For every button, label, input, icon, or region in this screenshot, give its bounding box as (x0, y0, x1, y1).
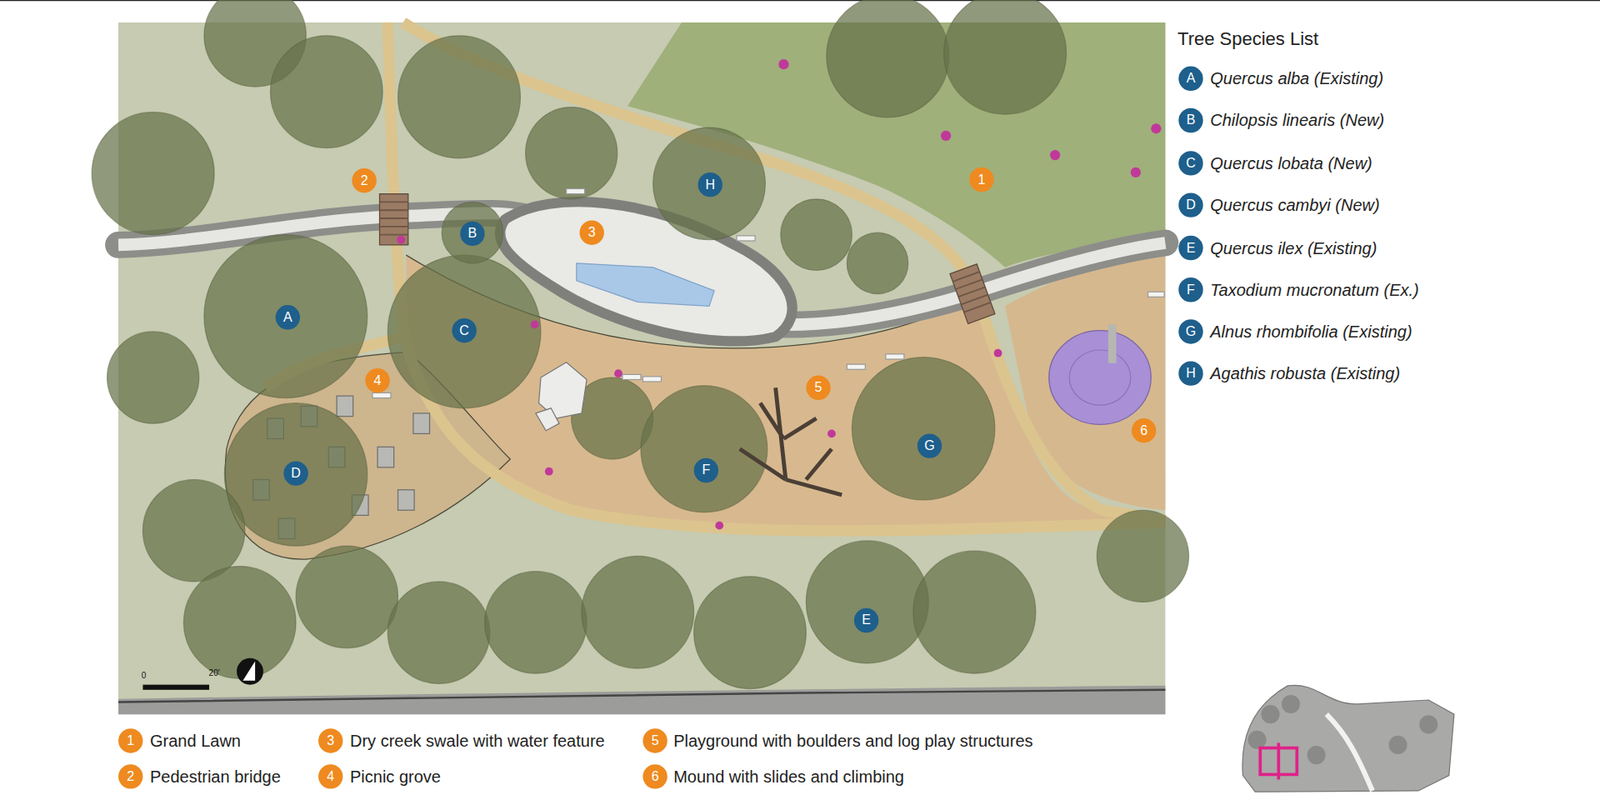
callout-number: B (468, 226, 478, 240)
callout-number: C (1185, 156, 1196, 170)
flowers (396, 59, 1161, 530)
callout-number: 4 (326, 770, 335, 784)
callout-number: 3 (326, 734, 335, 748)
feature-name: Playground with boulders and log play st… (673, 732, 1033, 750)
callout-number: A (283, 310, 293, 325)
callout-number: 5 (651, 734, 660, 748)
callout-number: G (1185, 325, 1196, 339)
feature-name: Pedestrian bridge (150, 768, 281, 785)
scale-label: 20' (209, 669, 220, 678)
species-name: Taxodium mucronatum (Ex.) (1210, 281, 1419, 299)
play-features (535, 324, 1151, 495)
callout-number: E (1186, 241, 1196, 255)
benches (372, 189, 1165, 399)
callout-number: 2 (126, 770, 135, 784)
road (118, 685, 1165, 715)
feature-name: Picnic grove (350, 768, 441, 785)
feature-name: Mound with slides and climbing (673, 768, 905, 785)
callout-number: 4 (374, 374, 382, 388)
callout-number: D (1185, 198, 1196, 212)
callout-number: H (705, 178, 715, 192)
species-name: Quercus ilex (Existing) (1210, 240, 1377, 257)
callout-number: 5 (815, 380, 823, 395)
callout-number: F (701, 463, 710, 477)
species-name: Quercus lobata (New) (1210, 155, 1373, 172)
scale-label: 0 (141, 671, 147, 680)
callout-number: F (1186, 283, 1195, 297)
callout-number: 2 (360, 174, 369, 188)
plan-ground (118, 22, 1165, 715)
callout-number: 3 (588, 225, 596, 240)
callout-number: B (1186, 113, 1196, 127)
callout-number: H (1185, 366, 1196, 380)
callout-number: G (924, 439, 935, 453)
callout-number: 1 (978, 173, 986, 187)
callout-number: C (459, 324, 470, 338)
callout-circles (118, 66, 1204, 790)
species-name: Chilopsis linearis (New) (1210, 111, 1385, 129)
callout-number: E (861, 613, 871, 627)
species-name: Alnus rhombifolia (Existing) (1210, 323, 1412, 340)
trees (91, 0, 1189, 690)
scale-and-north (142, 658, 263, 690)
callout-number: 1 (126, 734, 135, 748)
feature-name: Grand Lawn (150, 732, 241, 750)
callout-number: D (290, 466, 301, 480)
species-name: Quercus cambyi (New) (1210, 196, 1380, 214)
callout-number: 6 (651, 770, 660, 784)
key-map (1242, 685, 1455, 792)
callout-number: 6 (1140, 424, 1148, 438)
list-heading: Tree Species List (1177, 30, 1319, 49)
callout-number: A (1186, 71, 1196, 85)
species-name: Quercus alba (Existing) (1210, 70, 1384, 87)
species-name: Agathis robusta (Existing) (1210, 365, 1400, 382)
feature-name: Dry creek swale with water feature (350, 732, 605, 750)
